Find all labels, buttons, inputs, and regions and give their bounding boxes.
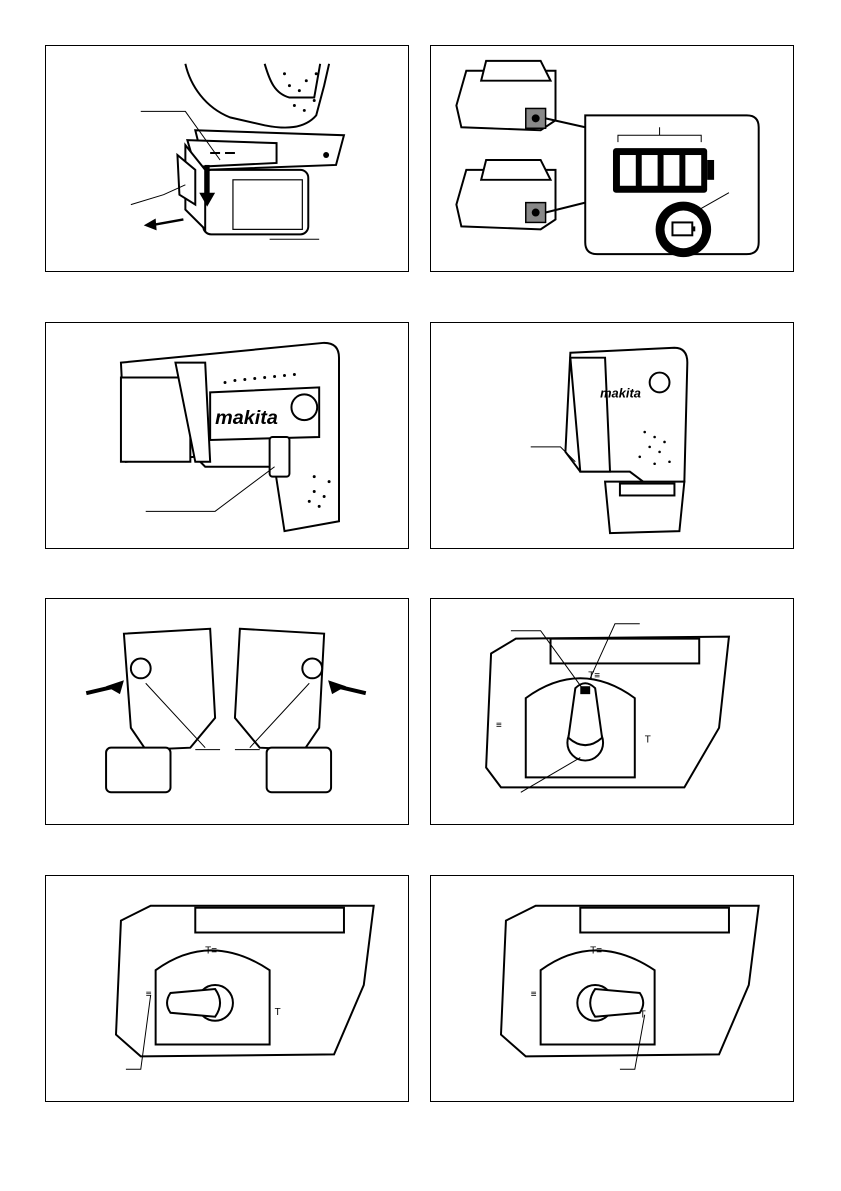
figure-8-knob-drill: T≡ ≡ T — [430, 875, 794, 1102]
figure-1-battery-install — [45, 45, 409, 272]
svg-text:T≡: T≡ — [205, 945, 217, 956]
battery-install-illustration — [46, 46, 408, 271]
figure-2-battery-indicator — [430, 45, 794, 272]
figure-4-lamp: makita — [430, 322, 794, 549]
svg-text:T≡: T≡ — [588, 670, 600, 681]
figure-7-knob-hammer: T≡ ≡ T — [45, 875, 409, 1102]
brand-logo: makita — [215, 407, 278, 429]
lamp-illustration: makita — [431, 323, 793, 548]
battery-indicator-illustration — [431, 46, 793, 271]
svg-text:T: T — [645, 735, 651, 746]
figure-5-reversing-switch — [45, 598, 409, 825]
svg-text:T: T — [275, 1007, 281, 1018]
figure-3-switch-trigger: makita — [45, 322, 409, 549]
figure-6-mode-knob-lock: T≡ T ≡ — [430, 598, 794, 825]
mode-knob-lock-illustration: T≡ T ≡ — [431, 599, 793, 824]
svg-text:T≡: T≡ — [590, 945, 602, 956]
knob-drill-illustration: T≡ ≡ T — [431, 876, 793, 1101]
reversing-switch-illustration — [46, 599, 408, 824]
svg-text:≡: ≡ — [146, 989, 152, 1000]
svg-text:≡: ≡ — [531, 989, 537, 1000]
switch-trigger-illustration: makita — [46, 323, 408, 548]
knob-hammer-illustration: T≡ ≡ T — [46, 876, 408, 1101]
svg-text:makita: makita — [600, 385, 641, 400]
svg-text:≡: ≡ — [496, 720, 502, 731]
